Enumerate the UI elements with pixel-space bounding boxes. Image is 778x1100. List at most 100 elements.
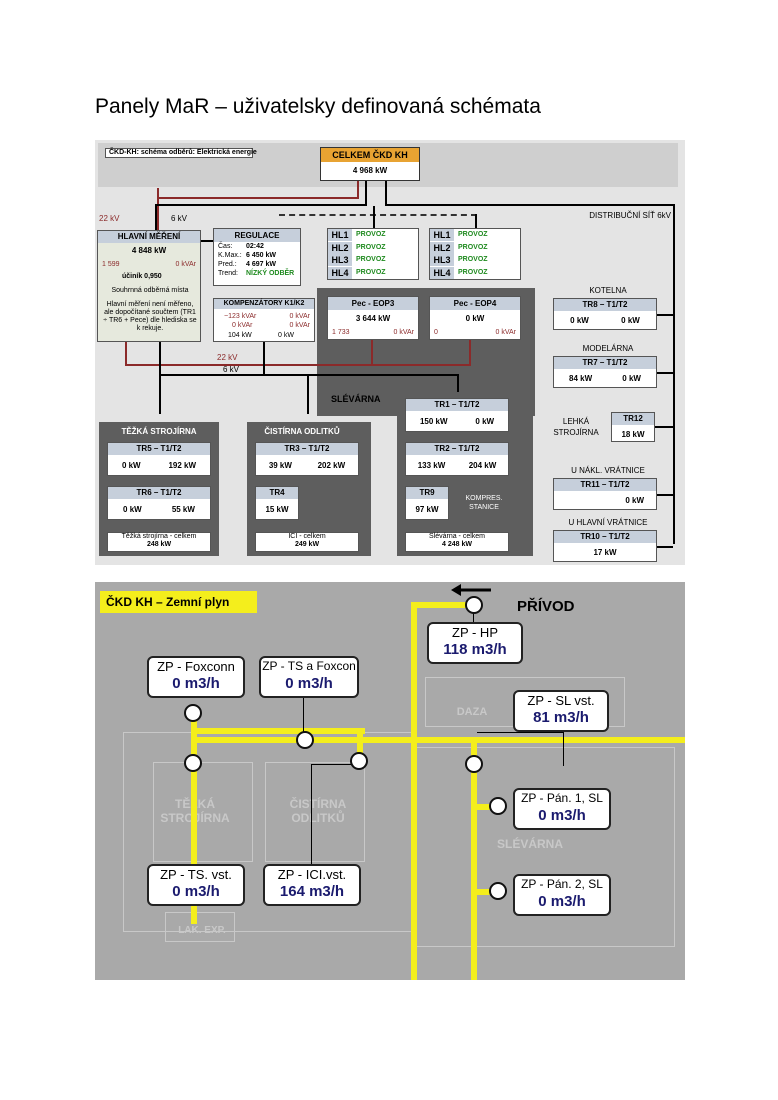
regulation-row: Čas:02:42 (214, 242, 300, 251)
regulation-title: REGULACE (214, 229, 300, 242)
furnace-eop4[interactable]: Pec - EOP4 0 kW 0 0 kVAr (429, 296, 521, 340)
gas-box-foxconn[interactable]: ZP - Foxconn 0 m3/h (147, 656, 245, 698)
furnace-eop4-l: 0 (434, 329, 438, 336)
tr9-name: TR9 (406, 487, 448, 499)
node-tsfox[interactable] (296, 731, 314, 749)
node-slvst[interactable] (465, 755, 483, 773)
right-transformer-name: TR12 (612, 413, 654, 425)
wire-slvst-h (477, 732, 564, 733)
tr6-name: TR6 – T1/T2 (108, 487, 210, 499)
main-meter-value: 4 848 kW (131, 246, 167, 255)
v6-mid: 6 kV (223, 365, 240, 374)
tr9-box[interactable]: TR9 97 kW (405, 486, 449, 520)
comp-c2: 0 kW (278, 332, 294, 339)
node-pan2[interactable] (489, 882, 507, 900)
comp-b2: 0 kVAr (289, 322, 311, 329)
tr4-box[interactable]: TR4 15 kW (255, 486, 299, 520)
line-hl2 (475, 214, 477, 228)
line-to-heavy (159, 374, 161, 414)
right-transformer-a: 84 kW (569, 374, 593, 383)
tr3-name: TR3 – T1/T2 (256, 443, 358, 455)
wire-ici-h (311, 764, 359, 765)
furnace-eop3[interactable]: Pec - EOP3 3 644 kW 1 733 0 kVAr (327, 296, 419, 340)
regulation-value: 4 697 kW (246, 261, 276, 268)
right-label: U NÁKL. VRÁTNICE (571, 466, 645, 475)
line-to-foundry (457, 374, 459, 396)
gas-box-pan2[interactable]: ZP - Pán. 2, SL 0 m3/h (513, 874, 611, 916)
gas-box-tsvst[interactable]: ZP - TS. vst. 0 m3/h (147, 864, 245, 906)
tr6-box[interactable]: TR6 – T1/T2 0 kW 55 kW (107, 486, 211, 520)
v6-top: 6 kV (171, 214, 188, 223)
gas-box-tsfox[interactable]: ZP - TS a Foxcon 0 m3/h (259, 656, 359, 698)
line-to-cleaning (307, 374, 309, 414)
gas-box-pan1[interactable]: ZP - Pán. 1, SL 0 m3/h (513, 788, 611, 830)
compensators-box[interactable]: KOMPENZÁTORY K1/K2 −123 kVAr 0 kVAr 0 kV… (213, 298, 315, 342)
node-pan1[interactable] (489, 797, 507, 815)
line-hl1 (373, 206, 375, 228)
comp-a1: −123 kVAr (224, 313, 257, 320)
node-foxconn[interactable] (184, 704, 202, 722)
comp-c1: 104 kW (228, 332, 252, 339)
hl-status: PROVOZ (356, 268, 386, 276)
line-eop4-red (469, 340, 471, 366)
right-transformer-box[interactable]: TR12 18 kW (611, 412, 655, 442)
pipe-pan2 (471, 889, 501, 895)
tr2-name: TR2 – T1/T2 (406, 443, 508, 455)
gas-box-ici[interactable]: ZP - ICI.vst. 164 m3/h (263, 864, 361, 906)
right-transformer-name: TR8 – T1/T2 (554, 299, 656, 311)
hl-status: PROVOZ (356, 256, 386, 264)
tr2-b: 204 kW (468, 461, 497, 470)
gas-box-hp[interactable]: ZP - HP 118 m3/h (427, 622, 523, 664)
main-meter-box[interactable]: HLAVNÍ MĚŘENÍ 4 848 kW 1 599 0 kVAr účin… (97, 230, 201, 342)
v22-mid: 22 kV (217, 353, 238, 362)
line-dist-h (385, 204, 675, 206)
hl-row: HL4 PROVOZ (328, 266, 418, 280)
regulation-value: 02:42 (246, 243, 264, 250)
wire-slvst (563, 732, 564, 766)
hl-status: PROVOZ (458, 243, 488, 251)
node-ici[interactable] (350, 752, 368, 770)
hl-key: HL2 (328, 241, 352, 254)
line-total-down (365, 181, 367, 206)
line-eop3-red (371, 340, 373, 366)
gas-pan2-value: 0 m3/h (538, 893, 586, 910)
tr6-a: 0 kW (123, 505, 142, 514)
diagram-caption: ČKD-KH: schéma odběrů: Elektrická energi… (105, 148, 257, 158)
line-meter-down-red (125, 342, 127, 366)
hl-key: HL4 (328, 266, 352, 279)
right-connector (657, 546, 673, 548)
hl-status: PROVOZ (458, 231, 488, 239)
node-tsvst[interactable] (184, 754, 202, 772)
pipe-left-v (191, 712, 197, 924)
tr6-b: 55 kW (171, 505, 195, 514)
bg-label-daza: DAZA (456, 706, 488, 718)
heavy-sum-value: 248 kW (146, 541, 172, 548)
right-connector (655, 426, 673, 428)
regulation-key: Pred.: (218, 261, 237, 268)
gas-pan1-value: 0 m3/h (538, 807, 586, 824)
bg-building-6 (165, 912, 235, 942)
bg-label-slevarna: SLÉVÁRNA (496, 837, 563, 851)
page-title: Panely MaR – uživatelsky definovaná sché… (95, 95, 541, 118)
line-6kv-drop (155, 204, 157, 231)
cleaning-sum: ICI - celkem 249 kW (255, 532, 359, 552)
right-transformer-a: 18 kW (621, 430, 645, 439)
node-inlet[interactable] (465, 596, 483, 614)
total-box[interactable]: CELKEM ČKD KH 4 968 kW (320, 147, 420, 181)
gas-slvst-value: 81 m3/h (533, 709, 589, 726)
total-value: 4 968 kW (352, 166, 388, 175)
gas-box-slvst[interactable]: ZP - SL vst. 81 m3/h (513, 690, 609, 732)
